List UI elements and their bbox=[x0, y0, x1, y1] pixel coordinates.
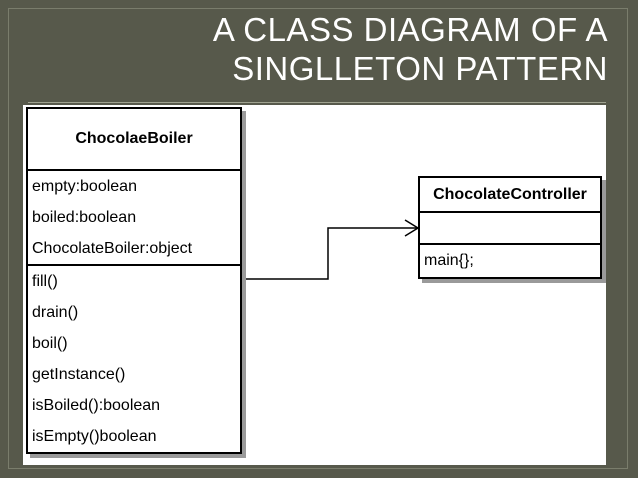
attributes-section: empty:boolean boiled:boolean ChocolateBo… bbox=[28, 171, 240, 266]
class-name: ChocolateController bbox=[420, 178, 600, 213]
method-row: isBoiled():boolean bbox=[32, 397, 161, 414]
association-line bbox=[240, 227, 418, 280]
title-line-1: A CLASS DIAGRAM OF A bbox=[212, 11, 608, 48]
class-chocolate-controller: ChocolateController main{}; bbox=[418, 176, 602, 279]
method-row: getInstance() bbox=[32, 366, 126, 383]
method-row: fill() bbox=[32, 273, 58, 290]
slide-frame bbox=[8, 8, 628, 469]
attribute-row: empty:boolean bbox=[32, 178, 137, 195]
method-row: drain() bbox=[32, 304, 79, 321]
diagram-canvas: ChocolaeBoiler empty:boolean boiled:bool… bbox=[23, 105, 606, 465]
attribute-row: ChocolateBoiler:object bbox=[32, 240, 193, 257]
methods-section: main{}; bbox=[420, 245, 600, 277]
method-row: boil() bbox=[32, 335, 68, 352]
method-row: isEmpty()boolean bbox=[32, 428, 157, 445]
method-row: main{}; bbox=[424, 252, 474, 269]
attribute-row: boiled:boolean bbox=[32, 209, 137, 226]
title-line-2: SINGLLETON PATTERN bbox=[232, 50, 608, 87]
class-name: ChocolaeBoiler bbox=[28, 109, 240, 171]
slide-title: A CLASS DIAGRAM OF A SINGLLETON PATTERN bbox=[120, 10, 608, 88]
title-divider bbox=[28, 102, 606, 103]
methods-section: fill() drain() boil() getInstance() isBo… bbox=[28, 266, 240, 452]
class-chocolate-boiler: ChocolaeBoiler empty:boolean boiled:bool… bbox=[26, 107, 242, 454]
attributes-section bbox=[420, 213, 600, 245]
